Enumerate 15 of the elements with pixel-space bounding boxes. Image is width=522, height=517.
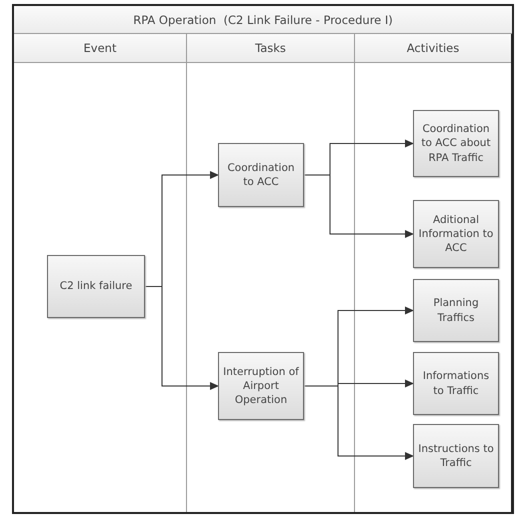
process-box: Planning Traffics — [413, 279, 499, 342]
lane-header: Activities — [355, 34, 511, 63]
lane-header: Tasks — [187, 34, 354, 63]
process-box: Coordination to ACC — [218, 143, 304, 207]
process-box: Informations to Traffic — [413, 352, 499, 415]
swimlane — [187, 34, 355, 512]
process-box: Coordination to ACC about RPA Traffic — [413, 110, 499, 177]
lane-header: Event — [14, 34, 186, 63]
process-box: C2 link failure — [47, 255, 145, 318]
process-box: Interruption of Airport Operation — [218, 352, 304, 420]
process-box: Instructions to Traffic — [413, 424, 499, 488]
process-box: Aditional Information to ACC — [413, 200, 499, 268]
swimlane — [355, 34, 512, 512]
swimlane — [14, 34, 187, 512]
diagram-title: RPA Operation (C2 Link Failure - Procedure I) — [14, 6, 512, 34]
